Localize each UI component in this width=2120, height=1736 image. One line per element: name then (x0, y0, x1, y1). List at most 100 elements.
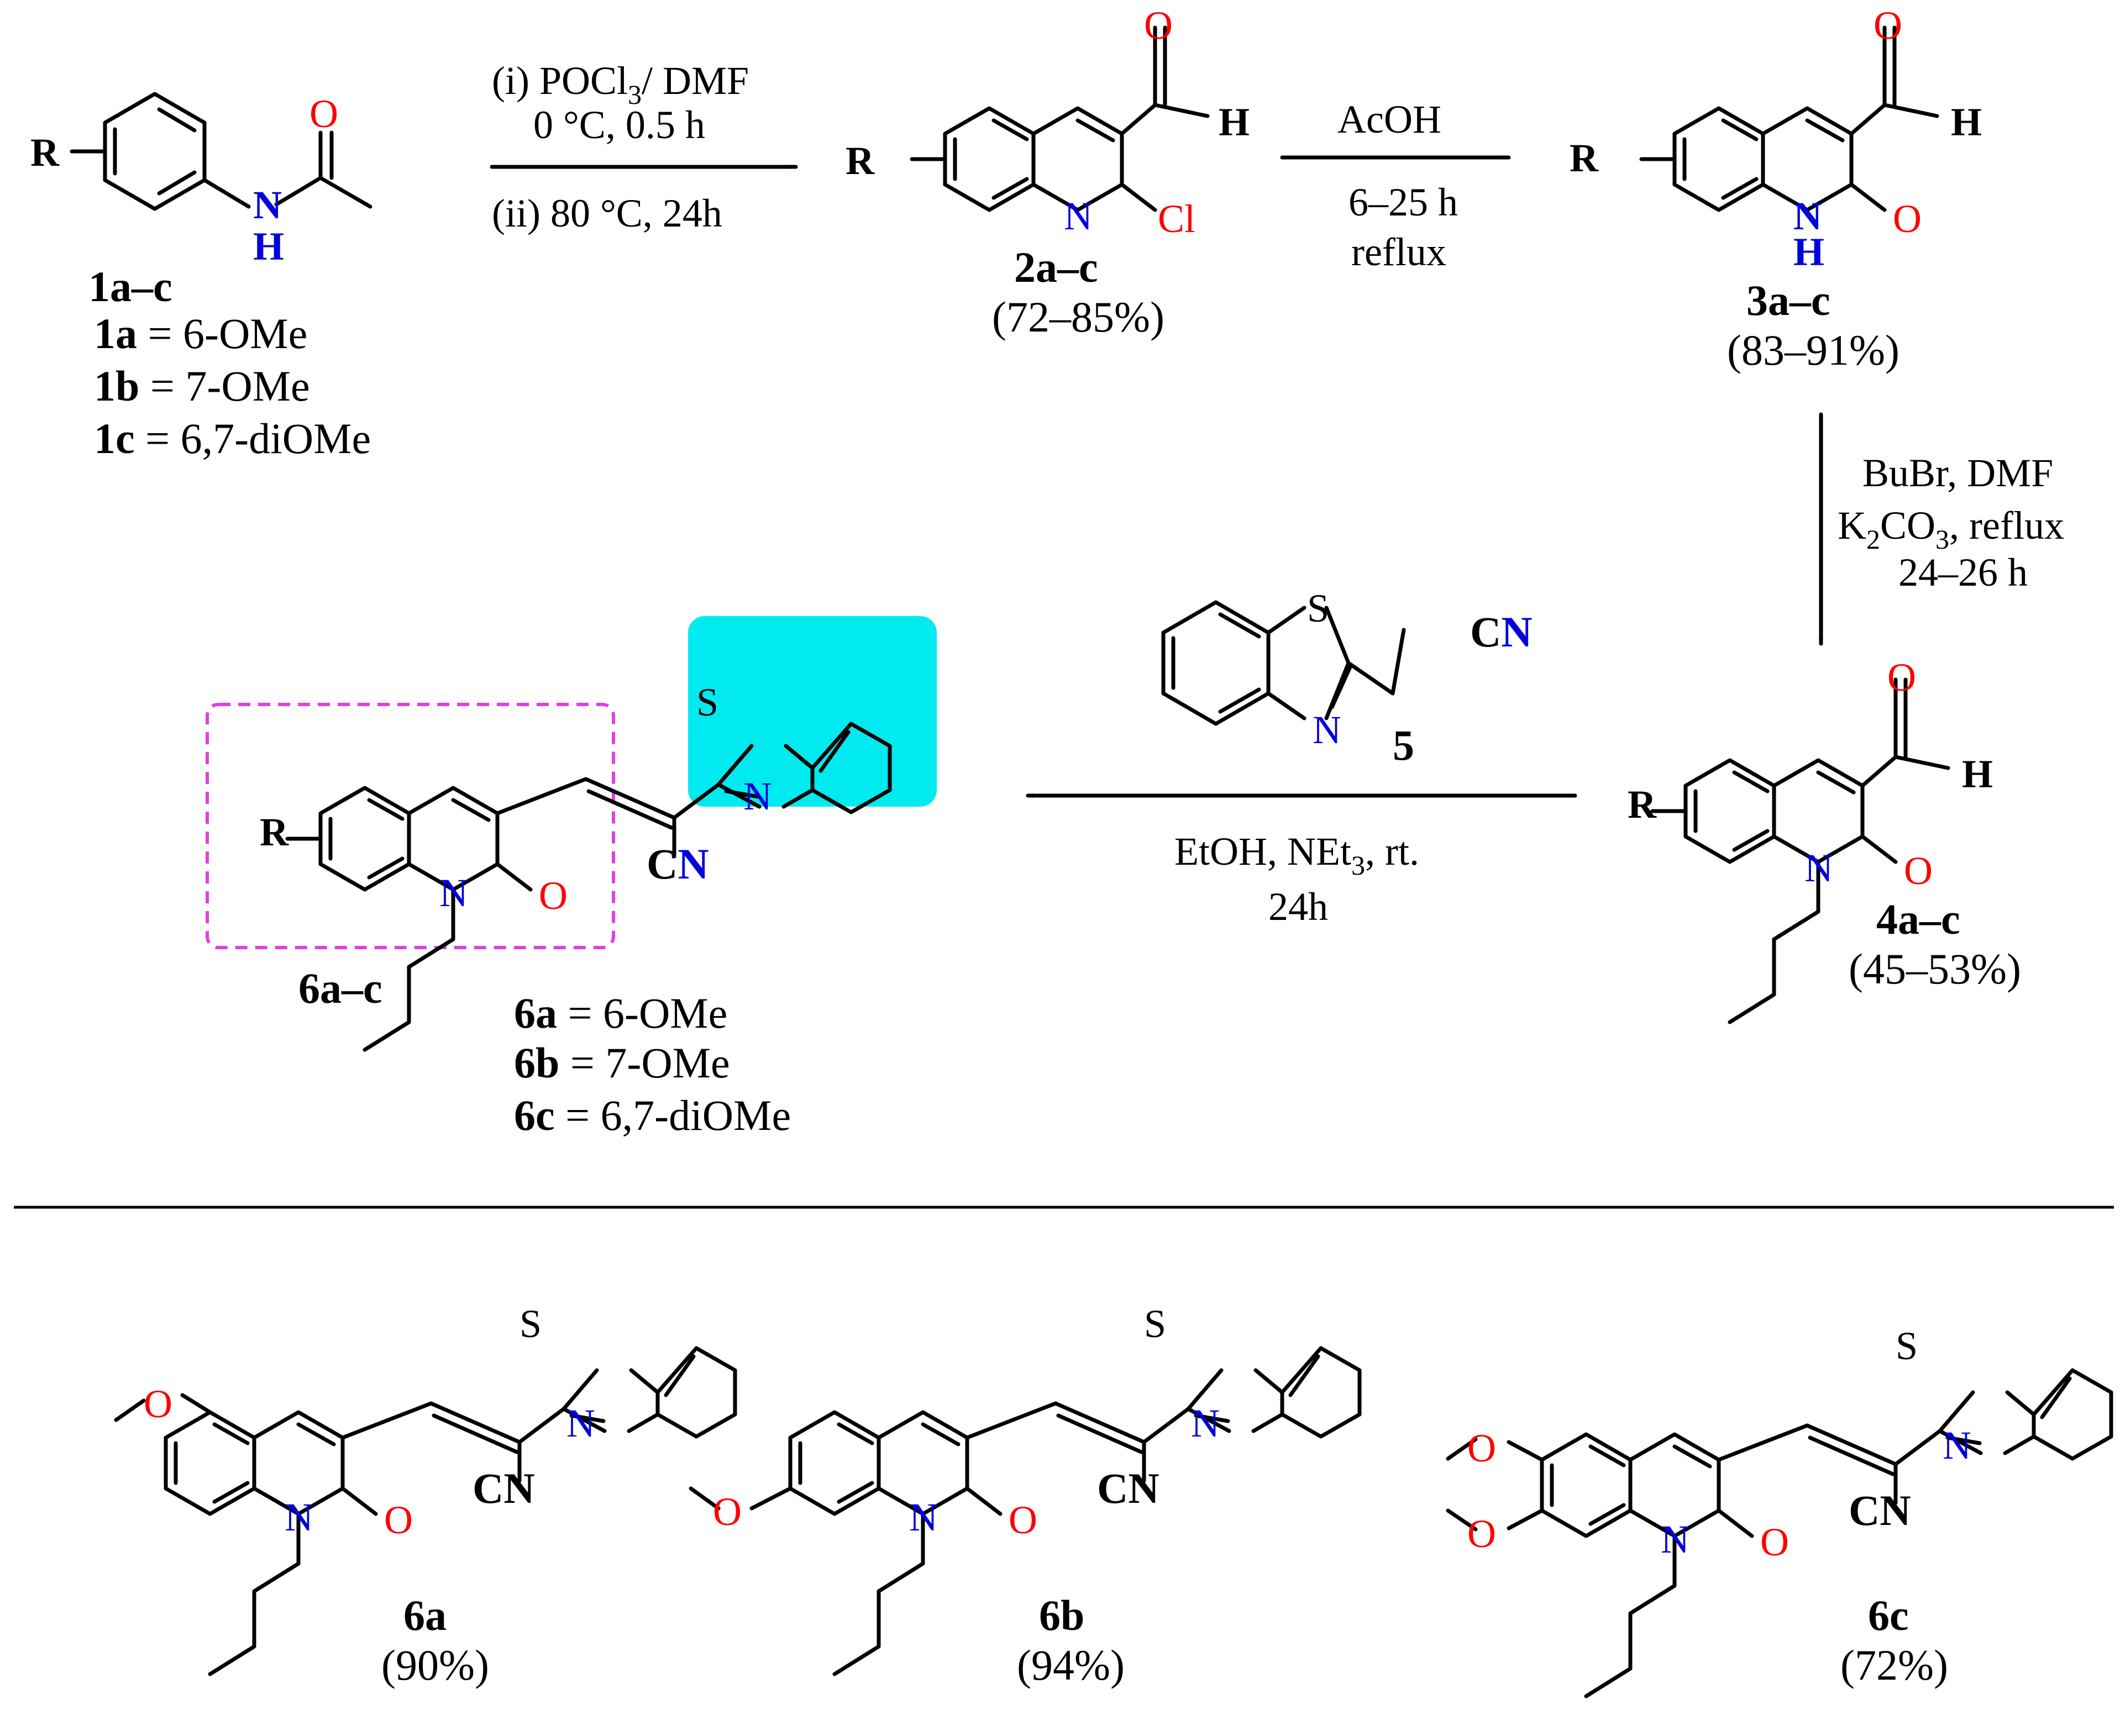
compound-6a-structure (114, 1348, 735, 1676)
atom-o: O (1904, 849, 1933, 893)
svg-text:6–25 h: 6–25 h (1348, 180, 1458, 224)
svg-text:reflux: reflux (1351, 230, 1446, 274)
atom-n: N (1804, 846, 1833, 890)
atom-n: N (1943, 1423, 1971, 1467)
atom-o: O (144, 1382, 172, 1426)
compound-6c-yield: (72%) (1840, 1641, 1948, 1689)
compound-6b-yield: (94%) (1017, 1641, 1125, 1689)
benzothiazole-highlight (688, 616, 937, 807)
conditions-step-3: BuBr, DMF K2CO3, reflux 24–26 h (1838, 451, 2064, 595)
atom-o: O (713, 1490, 742, 1534)
r-group: R (1570, 136, 1599, 180)
sub-text-1c: = 6,7-diOMe (135, 414, 371, 462)
atom-n: N (1064, 194, 1093, 238)
compound-3-yield: (83–91%) (1727, 326, 1899, 374)
atom-n: N (1313, 708, 1341, 752)
r-group: R (1628, 782, 1657, 827)
atom-s: S (519, 1302, 542, 1346)
atom-o: O (1874, 3, 1902, 48)
compound-6-label: 6a–c (298, 964, 382, 1012)
svg-text:24h: 24h (1268, 885, 1328, 929)
atom-o: O (539, 874, 568, 918)
sub-text-1b: = 7-OMe (139, 362, 309, 410)
atom-o: O (1760, 1520, 1789, 1564)
compound-4-yield: (45–53%) (1849, 945, 2021, 993)
compound-2-label: 2a–c (1014, 243, 1098, 291)
atom-h: H (253, 224, 284, 269)
svg-text:1c = 6,7-diOMe: 1c = 6,7-diOMe (94, 414, 371, 462)
atom-n: N (285, 1495, 313, 1539)
compound-1-substituents: 1a = 6-OMe 1b = 7-OMe 1c = 6,7-diOMe (94, 309, 371, 462)
compound-3-structure (1639, 25, 1939, 212)
atom-h: H (1219, 100, 1250, 144)
atom-n: N (743, 774, 772, 818)
svg-text:BuBr, DMF: BuBr, DMF (1862, 451, 2053, 495)
svg-text:(ii) 80 °C, 24h: (ii) 80 °C, 24h (492, 191, 722, 235)
atom-n: N (909, 1495, 938, 1539)
conditions-step-2: AcOH 6–25 h reflux (1337, 97, 1458, 274)
atom-cn: CN (473, 1464, 535, 1512)
svg-text:EtOH, NEt3, rt.: EtOH, NEt3, rt. (1174, 829, 1419, 881)
svg-text:1b = 7-OMe: 1b = 7-OMe (94, 362, 310, 410)
atom-cn: CN (1097, 1464, 1159, 1512)
atom-n: N (253, 183, 282, 227)
r-group: R (846, 139, 875, 183)
atom-s: S (1307, 586, 1329, 630)
r-group: R (30, 130, 60, 175)
svg-text:6b = 7-OMe: 6b = 7-OMe (514, 1039, 730, 1087)
atom-h: H (1962, 752, 1993, 796)
atom-o: O (1467, 1512, 1496, 1556)
atom-cn: CN (1470, 608, 1533, 656)
compound-6b-label: 6b (1039, 1591, 1084, 1639)
compound-3-label: 3a–c (1746, 276, 1830, 324)
compound-5-structure (1161, 600, 1406, 726)
svg-text:1a = 6-OMe: 1a = 6-OMe (94, 309, 307, 357)
atom-s: S (1896, 1324, 1918, 1368)
compound-6-structure (285, 724, 890, 1052)
compound-6b-structure (689, 1348, 1360, 1676)
atom-o: O (1893, 197, 1922, 241)
svg-text:AcOH: AcOH (1337, 97, 1441, 141)
compound-6a-label: 6a (403, 1591, 447, 1639)
atom-cl: Cl (1158, 197, 1195, 241)
svg-text:24–26 h: 24–26 h (1898, 550, 2028, 595)
atom-o: O (1144, 3, 1173, 48)
compound-2-yield: (72–85%) (992, 293, 1164, 341)
atom-cn: CN (647, 840, 709, 888)
sub-id-1a: 1a (94, 309, 137, 357)
svg-text:0 °C, 0.5 h: 0 °C, 0.5 h (533, 103, 705, 147)
atom-o: O (1467, 1426, 1496, 1470)
atom-s: S (1144, 1302, 1166, 1346)
conditions-step-4: EtOH, NEt3, rt. 24h (1174, 829, 1419, 929)
sub-id-1b: 1b (94, 362, 139, 410)
compound-1-label: 1a–c (88, 262, 172, 311)
compound-6c-label: 6c (1868, 1591, 1909, 1639)
atom-n: N (566, 1401, 595, 1445)
sub-id-1c: 1c (94, 414, 135, 462)
atom-h: H (1951, 100, 1982, 144)
svg-text:(i) POCl3/ DMF: (i) POCl3/ DMF (492, 59, 749, 110)
compound-5-label: 5 (1393, 721, 1414, 769)
sub-text-1a: = 6-OMe (137, 309, 307, 357)
r-group: R (260, 810, 289, 854)
compound-6-substituents: 6a = 6-OMe 6b = 7-OMe 6c = 6,7-diOMe (514, 989, 791, 1139)
conditions-step-1: (i) POCl3/ DMF 0 °C, 0.5 h (ii) 80 °C, 2… (492, 59, 749, 235)
atom-s: S (696, 680, 718, 724)
atom-o: O (309, 92, 338, 136)
atom-h: H (1793, 230, 1824, 274)
compound-4-label: 4a–c (1876, 895, 1960, 943)
svg-text:6c = 6,7-diOMe: 6c = 6,7-diOMe (514, 1091, 791, 1139)
atom-n: N (1661, 1517, 1689, 1561)
atom-o: O (1887, 655, 1916, 699)
compound-6a-yield: (90%) (381, 1641, 489, 1689)
compound-1-structure: R N H O (30, 92, 372, 269)
atom-n: N (439, 871, 468, 915)
atom-n: N (1793, 194, 1822, 238)
compound-6c-structure (1446, 1370, 2111, 1698)
atom-n: N (1191, 1401, 1220, 1445)
svg-text:K2CO3, reflux: K2CO3, reflux (1838, 503, 2064, 555)
svg-text:6a = 6-OMe: 6a = 6-OMe (514, 989, 727, 1037)
atom-cn: CN (1849, 1486, 1911, 1534)
atom-o: O (384, 1498, 413, 1542)
